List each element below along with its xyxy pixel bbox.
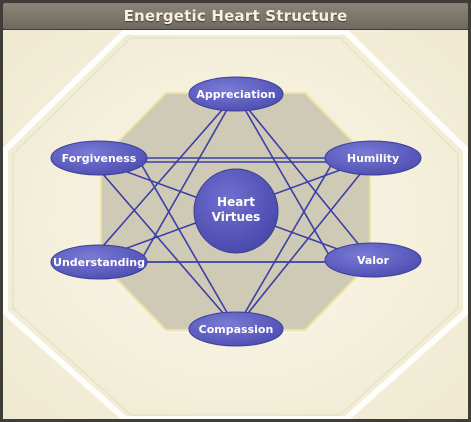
node-compassion: Compassion xyxy=(188,311,284,347)
line-valor-appreciation xyxy=(235,93,374,263)
node-understanding-label: Understanding xyxy=(53,256,145,269)
triangle-down xyxy=(138,161,335,330)
outer-octagon xyxy=(3,30,468,419)
center-label-line1: Heart xyxy=(217,195,255,209)
line-understanding-appreciation xyxy=(88,93,237,263)
node-understanding: Understanding xyxy=(50,244,148,280)
diagram-canvas: Heart Virtues Appreciation Humility Valo… xyxy=(3,30,468,419)
node-forgiveness-label: Forgiveness xyxy=(62,152,137,165)
center-node: Heart Virtues xyxy=(193,168,279,254)
node-humility: Humility xyxy=(324,140,422,176)
node-humility-label: Humility xyxy=(347,152,399,165)
line-forgiveness-compassion xyxy=(88,157,237,329)
node-compassion-label: Compassion xyxy=(199,323,274,336)
diagram-svg: Heart Virtues Appreciation Humility Valo… xyxy=(3,30,468,419)
node-appreciation: Appreciation xyxy=(188,76,284,112)
node-valor: Valor xyxy=(324,242,422,278)
node-valor-label: Valor xyxy=(357,254,390,267)
center-label-line2: Virtues xyxy=(212,210,261,224)
diagram-title: Energetic Heart Structure xyxy=(123,7,348,25)
line-humility-compassion xyxy=(235,157,374,329)
node-forgiveness: Forgiveness xyxy=(50,140,148,176)
node-appreciation-label: Appreciation xyxy=(196,88,275,101)
outer-octagon-inner-line xyxy=(12,37,459,416)
title-bar: Energetic Heart Structure xyxy=(3,3,468,29)
